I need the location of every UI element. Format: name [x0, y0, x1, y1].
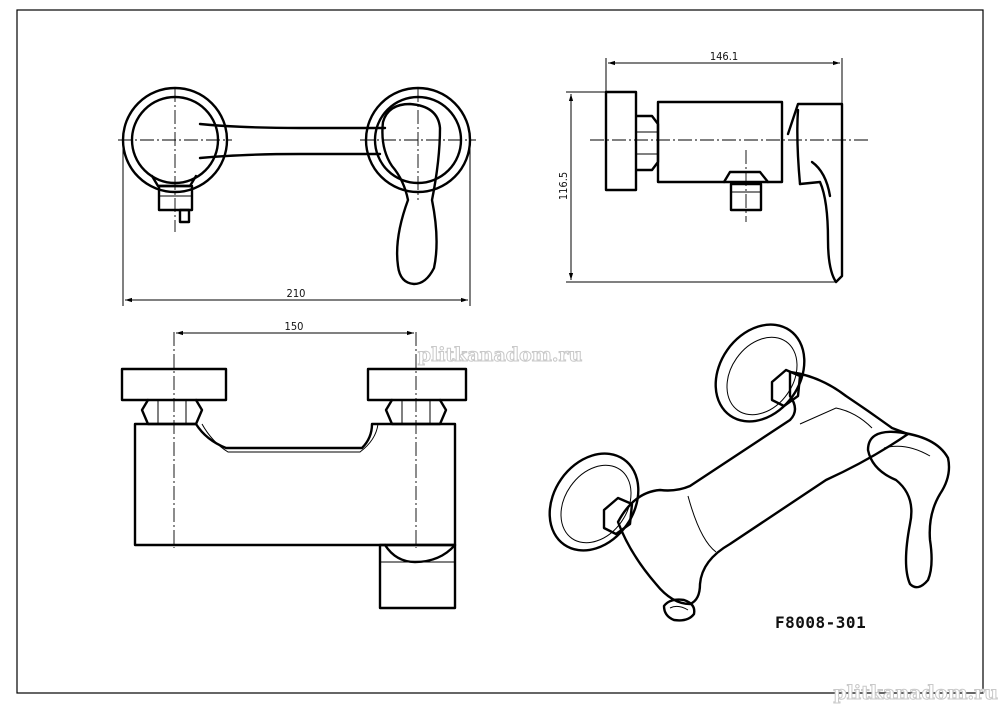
plan-view: 210	[118, 86, 476, 306]
front-view: 150	[120, 320, 468, 610]
dim-front-centers: 150	[285, 320, 304, 333]
model-code: F8008-301	[775, 613, 866, 632]
isometric-view	[548, 323, 951, 622]
side-view: 146.1 116.5	[557, 50, 870, 284]
dim-top-width: 146.1	[710, 50, 738, 63]
watermark-center: plitkanadom.ru	[418, 344, 583, 366]
watermark-corner: plitkanadom.ru	[833, 682, 998, 704]
dim-side-height: 116.5	[557, 172, 570, 200]
drawing-frame	[16, 9, 984, 694]
dim-plan-width: 210	[287, 287, 306, 300]
